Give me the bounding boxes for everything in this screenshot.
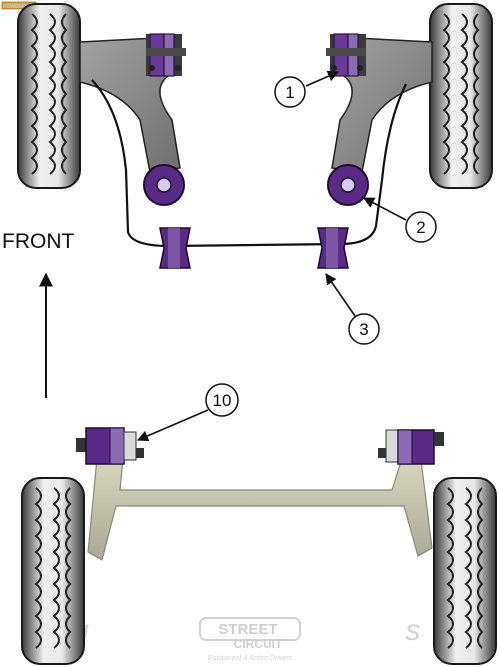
front-right-rear-mount-bush — [326, 33, 366, 77]
callout-1-label: 1 — [285, 83, 294, 102]
corner-logo-text: POWERFLEX — [3, 4, 35, 10]
callout-3: 3 — [325, 273, 380, 345]
callout-3-label: 3 — [359, 320, 368, 339]
watermark-brand-line2: CIRCUIT — [234, 637, 283, 651]
front-left-lower-bush — [143, 164, 185, 206]
front-label: FRONT — [2, 230, 74, 253]
rear-left-trailing-arm-bush — [76, 427, 144, 465]
callout-2: 2 — [363, 197, 437, 243]
callout-2-label: 2 — [416, 218, 425, 237]
front-left-tyre — [17, 3, 81, 189]
watermark-brand-line1: STREET — [218, 621, 277, 638]
watermark-tagline: Equipment 4 Active Drivers — [208, 655, 293, 662]
rear-right-trailing-arm-bush — [378, 429, 444, 465]
front-direction-indicator: FRONT — [2, 230, 74, 398]
rear-right-tyre — [433, 477, 497, 665]
callout-10-label: 10 — [213, 391, 232, 410]
front-left-rear-mount-bush — [146, 33, 186, 77]
watermark: Eq s STREET CIRCUIT Equipment 4 Active D… — [52, 614, 420, 662]
front-left-roll-bar-bush — [159, 227, 191, 269]
watermark-background-text: Eq s — [52, 614, 420, 647]
front-right-roll-bar-bush — [317, 227, 349, 269]
callout-1: 1 — [274, 70, 340, 108]
rear-left-tyre — [21, 477, 85, 665]
front-right-lower-bush — [327, 164, 369, 206]
callout-10: 10 — [136, 383, 239, 442]
front-right-tyre — [429, 3, 493, 189]
rear-twist-beam — [87, 447, 433, 561]
